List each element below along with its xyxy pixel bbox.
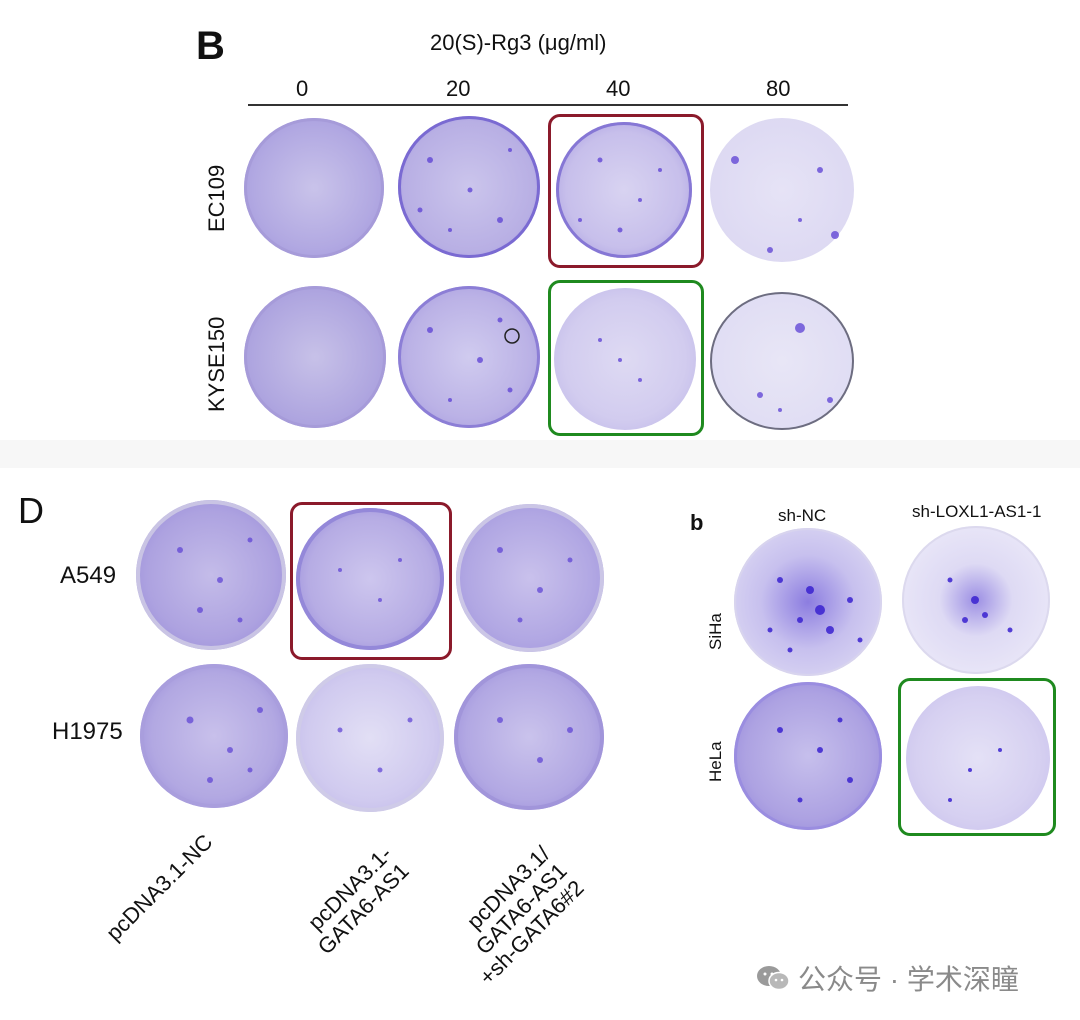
colony-speckles-b	[417, 148, 839, 412]
colony-plate-kyse150-20	[398, 286, 540, 428]
colony-plate-a549-gata6as1	[296, 508, 444, 650]
highlight-box-kyse150-40	[548, 280, 704, 436]
colony-plate-kyse150-80	[710, 292, 854, 430]
column-label-sh-loxl1: sh-LOXL1-AS1-1	[912, 502, 1042, 521]
dose-label-80: 80	[766, 76, 791, 101]
colony-plate-siha-shnc	[734, 528, 882, 676]
colony-plate-hela-shloxl1	[906, 686, 1050, 830]
watermark: 公众号 · 学术深瞳	[756, 958, 1019, 998]
wechat-icon	[756, 964, 790, 992]
dose-label-20: 20	[446, 76, 471, 101]
panel-letter-B: B	[196, 24, 225, 68]
highlight-box-hela-shloxl1	[898, 678, 1056, 836]
colony-plate-ec109-80	[710, 118, 854, 262]
panel-letter-b: b	[690, 510, 704, 535]
panel-letter-D: D	[18, 490, 44, 531]
colony-plate-a549-nc	[136, 500, 286, 650]
colony-plate-h1975-gata6as1	[296, 664, 444, 812]
colony-speckles-d	[177, 537, 573, 783]
column-label-pcdna-gata6as1: pcDNA3.1- GATA6-AS1	[303, 841, 414, 960]
dose-rule	[248, 104, 848, 106]
colony-plate-hela-shnc	[734, 682, 882, 830]
column-label-sh-nc: sh-NC	[778, 506, 827, 525]
colony-speckles-b-lower	[767, 577, 1013, 803]
dose-label-40: 40	[606, 76, 631, 101]
highlight-box-a549-gata6as1	[290, 502, 452, 660]
colony-plate-h1975-nc	[140, 664, 288, 808]
column-label-pcdna-nc: pcDNA3.1-NC	[100, 829, 217, 946]
colony-plate-ec109-40	[556, 122, 692, 258]
dose-label-0: 0	[296, 76, 309, 101]
column-label-pcdna-sh-gata6: pcDNA3.1/ GATA6-AS1 +sh-GATA6#2	[462, 841, 589, 990]
panel-separator	[0, 440, 1080, 468]
highlight-box-ec109-40	[548, 114, 704, 268]
watermark-text: 公众号 · 学术深瞳	[798, 964, 1019, 995]
row-label-a549: A549	[60, 562, 117, 589]
colony-plate-kyse150-40	[554, 288, 696, 430]
colony-plate-a549-sh	[456, 504, 604, 652]
row-label-h1975: H1975	[52, 718, 123, 745]
dose-header: 20(S)-Rg3 (μg/ml)	[430, 30, 607, 55]
colony-plate-h1975-sh	[454, 664, 604, 810]
colony-plate-kyse150-0	[244, 286, 386, 428]
colony-plate-ec109-20	[398, 116, 540, 258]
colony-plate-ec109-0	[244, 118, 384, 258]
